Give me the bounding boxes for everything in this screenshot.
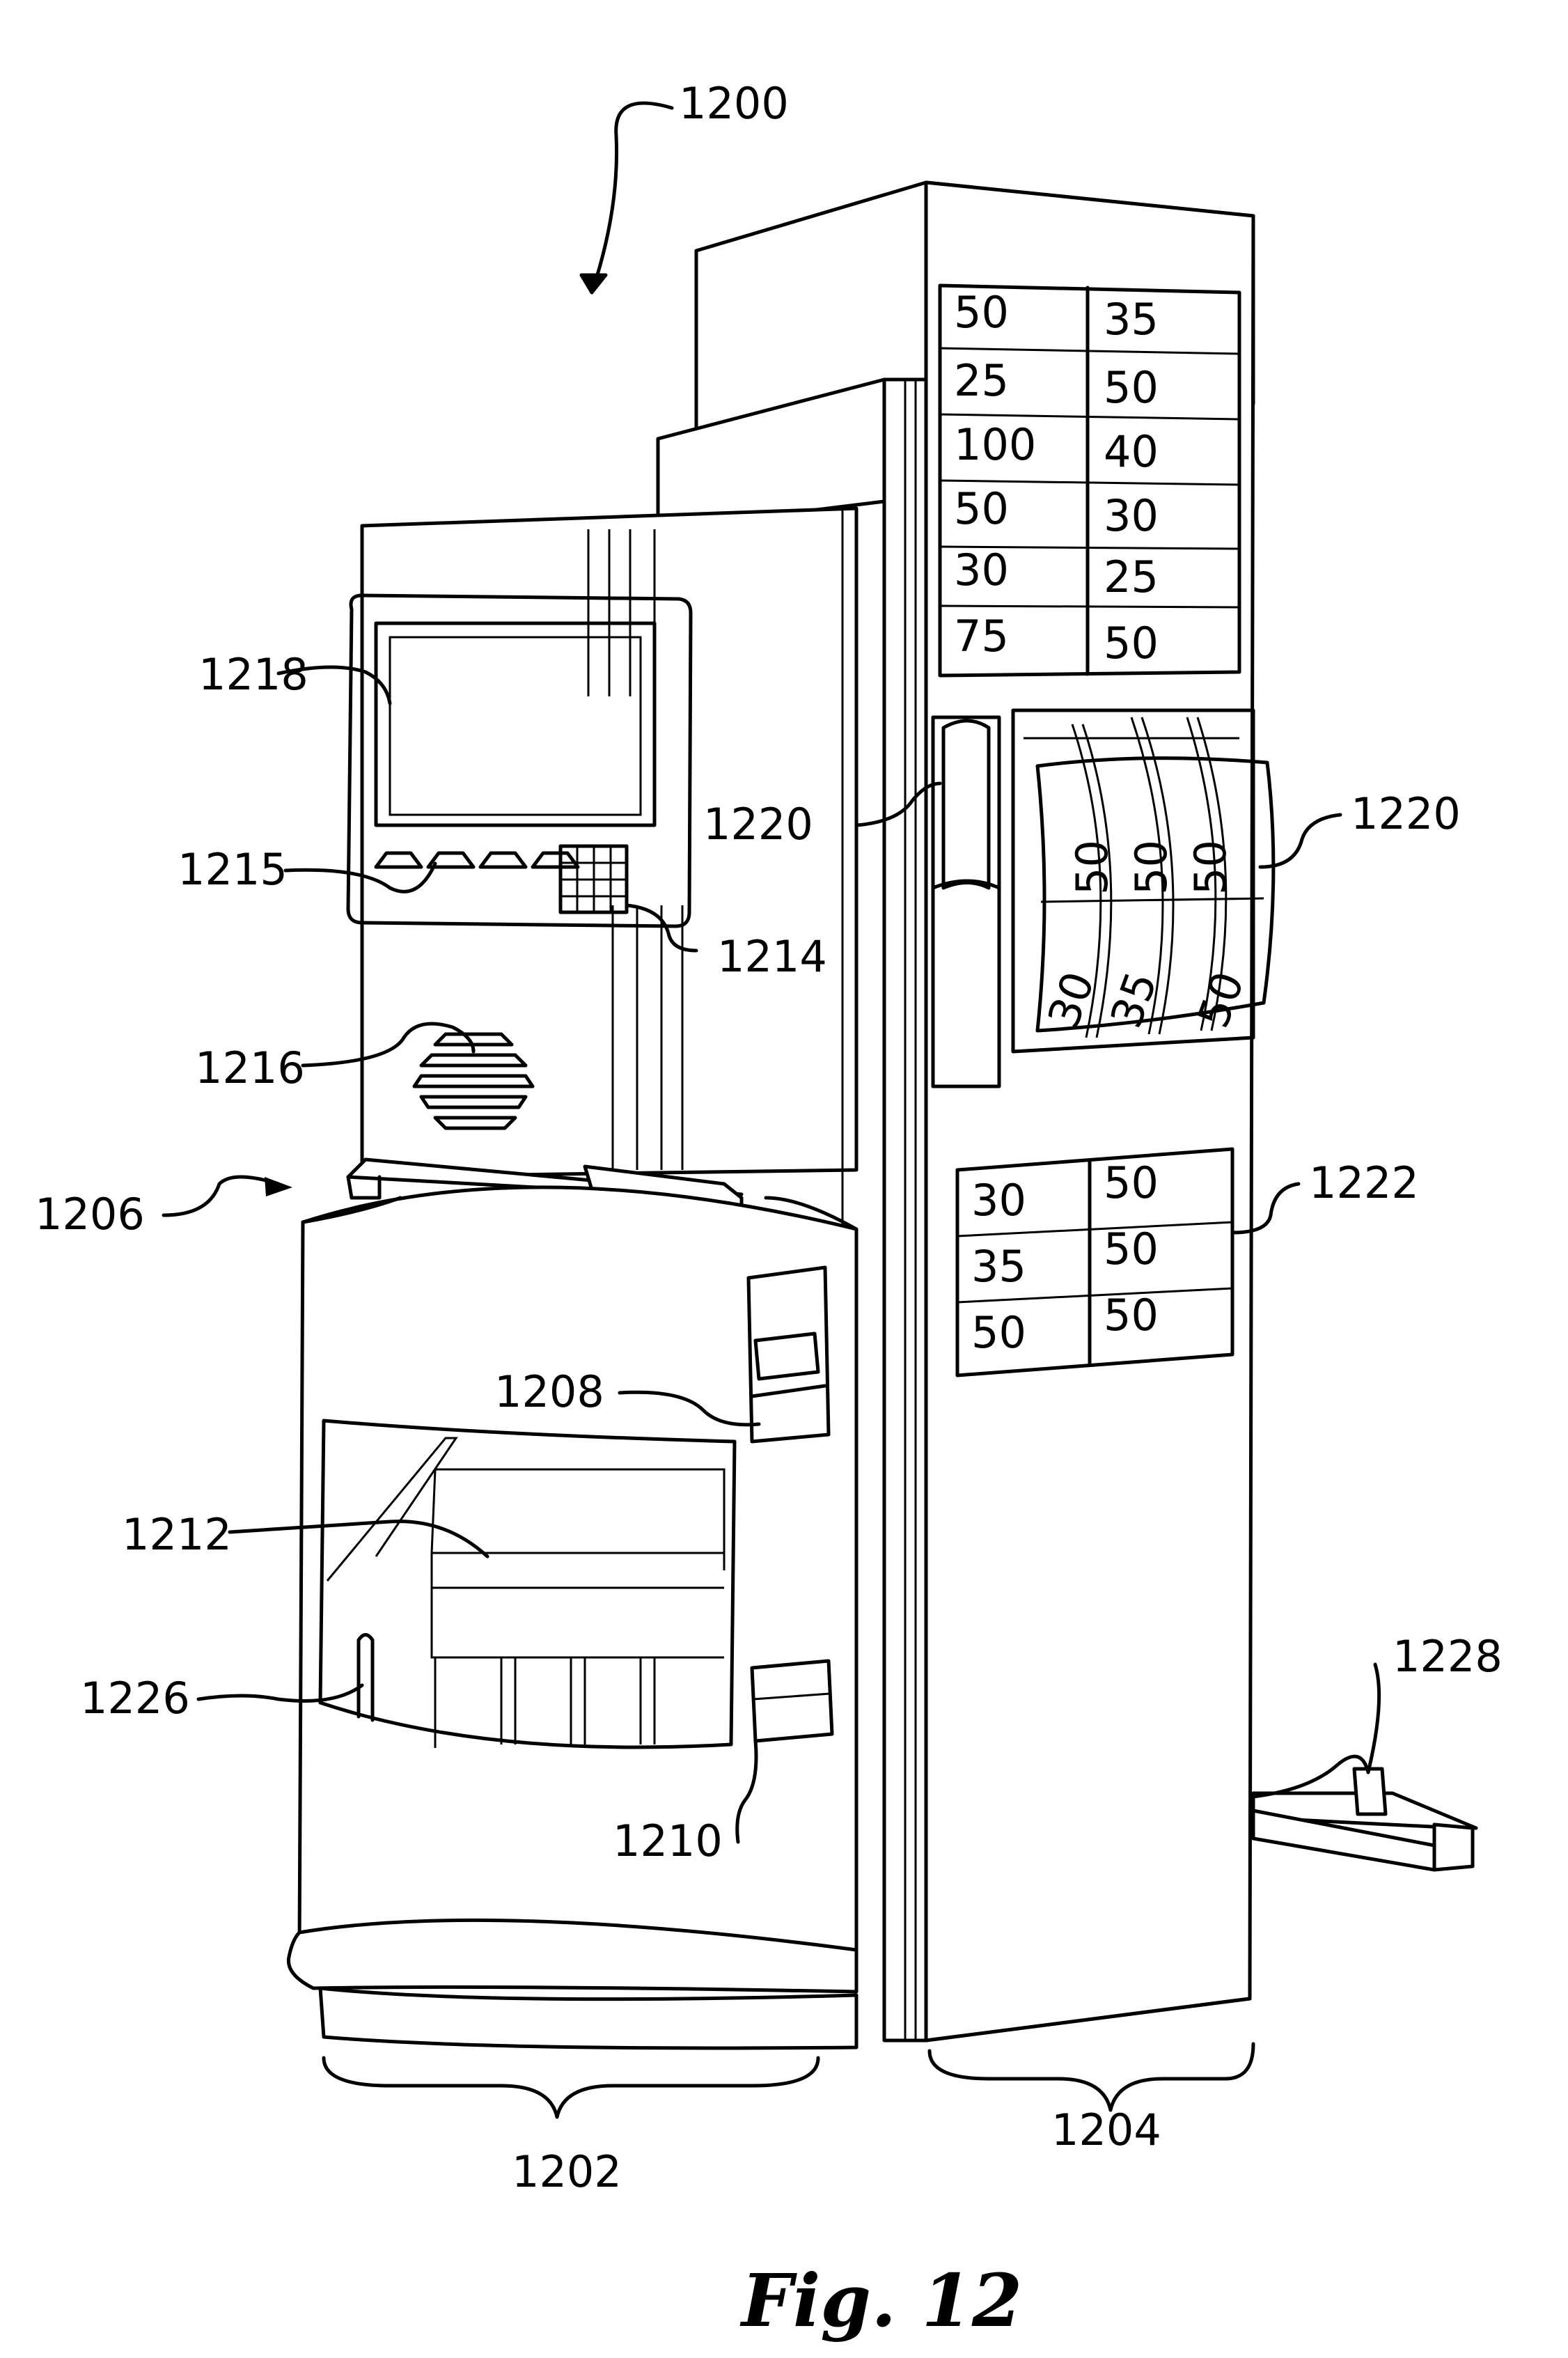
- upper-table-cell: 50: [1104, 618, 1159, 669]
- ref-1202: 1202: [512, 2146, 622, 2197]
- upper-table-cell: 100: [954, 419, 1036, 470]
- arrow-1206-head: [265, 1177, 292, 1196]
- ref-1200: 1200: [679, 78, 789, 129]
- arrow-1200-head: [581, 275, 606, 292]
- lower-table-cell: 50: [971, 1307, 1026, 1358]
- upper-table-cell: 50: [1104, 362, 1159, 413]
- brace-1202: [324, 2058, 818, 2117]
- arrow-1206: [164, 1177, 279, 1215]
- ref-1204: 1204: [1051, 2105, 1161, 2155]
- ref-1214: 1214: [717, 931, 827, 982]
- left-cabinet-body: [288, 1187, 856, 2048]
- ref-1210: 1210: [613, 1816, 723, 1866]
- lower-table-cell: 50: [1104, 1224, 1159, 1274]
- upper-table-cell: 25: [1104, 552, 1159, 602]
- ref-1220-right: 1220: [1351, 788, 1461, 839]
- ref-1222: 1222: [1309, 1157, 1419, 1208]
- upper-table-cell: 50: [954, 287, 1009, 338]
- ref-1212: 1212: [122, 1509, 232, 1560]
- upper-table-cell: 40: [1104, 426, 1159, 477]
- upper-table-cell: 75: [954, 611, 1009, 662]
- upper-table-cell: 35: [1104, 294, 1159, 345]
- reel-symbol: 50: [1126, 840, 1177, 895]
- lower-table-cell: 50: [1104, 1290, 1159, 1341]
- brace-1204: [930, 2044, 1253, 2110]
- ref-1208: 1208: [494, 1366, 604, 1417]
- upper-table-cell: 30: [954, 545, 1009, 595]
- ref-1206: 1206: [35, 1189, 145, 1240]
- ref-1218: 1218: [198, 649, 308, 700]
- ref-1216: 1216: [195, 1043, 305, 1093]
- upper-table-cell: 50: [954, 483, 1009, 534]
- figure-caption: Fig. 12: [739, 2258, 1022, 2343]
- lower-table-cell: 35: [971, 1241, 1026, 1292]
- upper-table-cell: 30: [1104, 490, 1159, 541]
- ref-1228: 1228: [1393, 1631, 1503, 1682]
- ref-1226: 1226: [80, 1673, 190, 1724]
- reel-symbol: 50: [1067, 840, 1118, 895]
- lower-table-cell: 50: [1104, 1157, 1159, 1208]
- ref-1220-left: 1220: [703, 799, 813, 850]
- power-strip: [1253, 1664, 1476, 1870]
- arrow-1200: [592, 103, 672, 292]
- reel-symbol: 50: [1185, 840, 1236, 895]
- ref-1215: 1215: [178, 844, 288, 895]
- lower-table-cell: 30: [971, 1175, 1026, 1226]
- upper-table-cell: 25: [954, 355, 1009, 406]
